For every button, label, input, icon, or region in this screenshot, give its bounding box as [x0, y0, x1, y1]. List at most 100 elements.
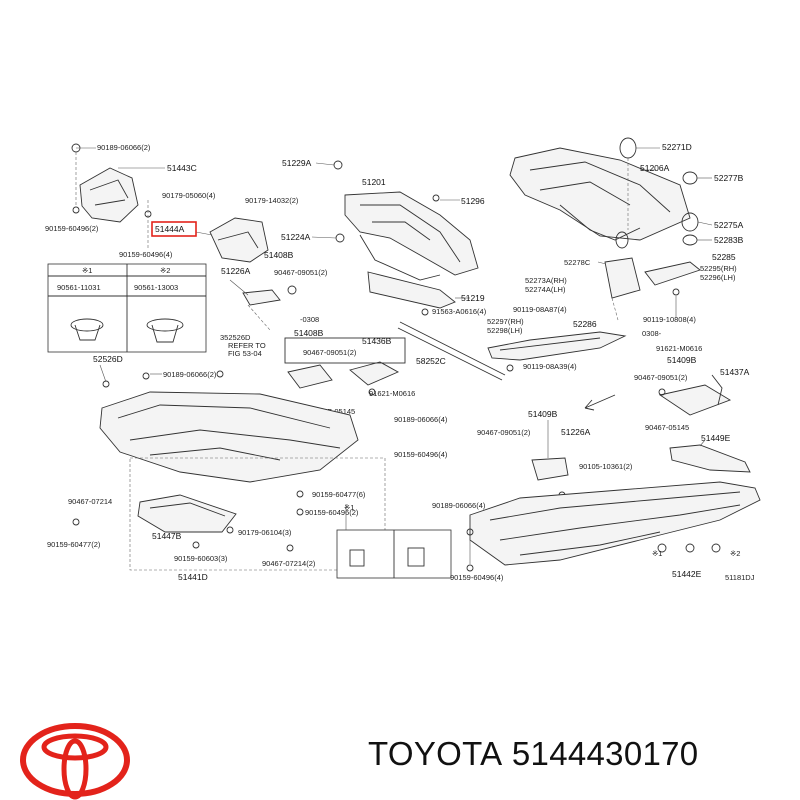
left-bracket-51443c	[71, 143, 165, 223]
inset-clip-box	[47, 263, 207, 353]
label-51229a: 51229A	[282, 158, 312, 168]
label-note-1-b: ※1	[344, 503, 354, 512]
label-0308-right: 0308-	[642, 329, 662, 338]
label-51206a: 51206A	[640, 163, 670, 173]
label-51201: 51201	[362, 177, 386, 187]
label-51444a: 51444A	[155, 224, 185, 234]
label-note-2: ※2	[160, 266, 170, 275]
rear-subframe-51206a	[509, 137, 713, 249]
center-brackets	[531, 420, 569, 499]
label-0308-upper: -0308	[300, 315, 319, 324]
bracket-51437a	[658, 374, 732, 416]
label-90189-06066-2: 90189-06066(2)	[97, 143, 151, 152]
label-90467-07214-2: 90467-07214(2)	[262, 559, 316, 568]
label-90159-60496-4: 90159-60496(4)	[119, 250, 173, 259]
label-90159-60603-3: 90159-60603(3)	[174, 554, 228, 563]
label-91621-m0616-right: 91621-M0616	[656, 344, 702, 353]
label-52296-lh: 52296(LH)	[700, 273, 736, 282]
label-51443c: 51443C	[167, 163, 197, 173]
label-51226a: 51226A	[221, 266, 251, 276]
label-91621-m0616-mid: 91621-M0616	[369, 389, 415, 398]
toyota-logo-icon	[20, 723, 130, 800]
bracket-51444a	[144, 200, 269, 263]
rear-brace-52297	[487, 331, 627, 372]
label-90189-06066-2-front: 90189-06066(2)	[163, 370, 217, 379]
label-52297-rh: 52297(RH)	[487, 317, 524, 326]
label-51442e: 51442E	[672, 569, 702, 579]
rear-brackets	[597, 257, 701, 321]
label-51437a: 51437A	[720, 367, 750, 377]
label-51447b: 51447B	[152, 531, 182, 541]
label-51296: 51296	[461, 196, 485, 206]
part-number: 5144430170	[511, 735, 699, 772]
bolt-icon	[72, 518, 80, 526]
bracket-51436b	[284, 337, 406, 396]
label-90179-05060-4: 90179-05060(4)	[162, 191, 216, 200]
label-91563-a0616-4: 91563-A0616(4)	[432, 307, 487, 316]
rear-undercover-51442e	[466, 481, 761, 572]
brand-part-number: TOYOTA 5144430170	[368, 735, 698, 773]
label-52295-rh: 52295(RH)	[700, 264, 737, 273]
label-51226a-center: 51226A	[561, 427, 591, 437]
plate-51447b	[137, 490, 304, 552]
highlight-box-51444a	[151, 221, 197, 237]
label-52277b: 52277B	[714, 173, 744, 183]
label-note-2-rear: ※2	[730, 549, 740, 558]
label-90467-09051-2-center: 90467-09051(2)	[477, 428, 531, 437]
label-52286: 52286	[573, 319, 597, 329]
label-352526d: 352526D	[220, 333, 251, 342]
bolt-detail-box	[336, 504, 452, 579]
brand-name: TOYOTA	[368, 735, 503, 772]
label-90179-06104-3: 90179-06104(3)	[238, 528, 292, 537]
label-52526d: 52526D	[93, 354, 123, 364]
label-51409b-upper: 51409B	[667, 355, 697, 365]
label-52283b: 52283B	[714, 235, 744, 245]
label-90561-13003: 90561-13003	[134, 283, 178, 292]
label-51219: 51219	[461, 293, 485, 303]
label-51224a: 51224A	[281, 232, 311, 242]
label-90467-09051-2a: 90467-09051(2)	[274, 268, 328, 277]
label-90561-11031: 90561-11031	[57, 283, 101, 292]
label-90467-07214: 90467-07214	[68, 497, 112, 506]
label-90179-14032-2: 90179-14032(2)	[245, 196, 299, 205]
front-undercover-51441d	[99, 364, 386, 571]
label-90189-06066-4-rear: 90189-06066(4)	[432, 501, 486, 510]
label-90467-09051-2-mid: 90467-09051(2)	[303, 348, 357, 357]
label-51408b: 51408B	[264, 250, 294, 260]
label-fig-53-04: FIG 53-04	[228, 349, 262, 358]
crossmember-51201	[311, 160, 479, 281]
label-diagram-id: 51181DJ	[725, 573, 755, 582]
label-90159-60477-6: 90159-60477(6)	[312, 490, 366, 499]
label-90105-10361-2: 90105-10361(2)	[579, 462, 633, 471]
label-51409b-center: 51409B	[528, 409, 558, 419]
label-refer-to: REFER TO	[228, 341, 266, 350]
label-51436b: 51436B	[362, 336, 392, 346]
label-58252c: 58252C	[416, 356, 446, 366]
label-51408b-box: 51408B	[294, 328, 324, 338]
label-90159-60496-4-mid: 90159-60496(4)	[394, 450, 448, 459]
label-note-1-rear: ※1	[652, 549, 662, 558]
label-90467-09051-2-right: 90467-09051(2)	[634, 373, 688, 382]
label-52278c: 52278C	[564, 258, 591, 267]
label-52285: 52285	[712, 252, 736, 262]
brace-51219	[367, 271, 470, 316]
label-90119-08a39-4: 90119-08A39(4)	[523, 362, 577, 371]
label-90467-05145-right: 90467-05145	[645, 423, 689, 432]
label-90159-60496-4-rear: 90159-60496(4)	[450, 573, 504, 582]
label-51441d: 51441D	[178, 572, 208, 582]
label-90159-60496-2-front: 90159-60496(2)	[305, 508, 359, 517]
label-52271d: 52271D	[662, 142, 692, 152]
direction-arrow-icon	[584, 394, 616, 411]
label-90119-10808-4: 90119-10808(4)	[643, 315, 696, 324]
label-52274a-lh: 52274A(LH)	[525, 285, 566, 294]
label-52273a-rh: 52273A(RH)	[525, 276, 567, 285]
label-90119-08a87-4: 90119-08A87(4)	[513, 305, 567, 314]
label-note-1: ※1	[82, 266, 92, 275]
label-90159-60477-2: 90159-60477(2)	[47, 540, 101, 549]
label-52275a: 52275A	[714, 220, 744, 230]
brace-51449e	[669, 439, 751, 473]
label-52298-lh: 52298(LH)	[487, 326, 523, 335]
label-90189-06066-4-mid: 90189-06066(4)	[394, 415, 448, 424]
rod-58252c	[397, 321, 506, 381]
